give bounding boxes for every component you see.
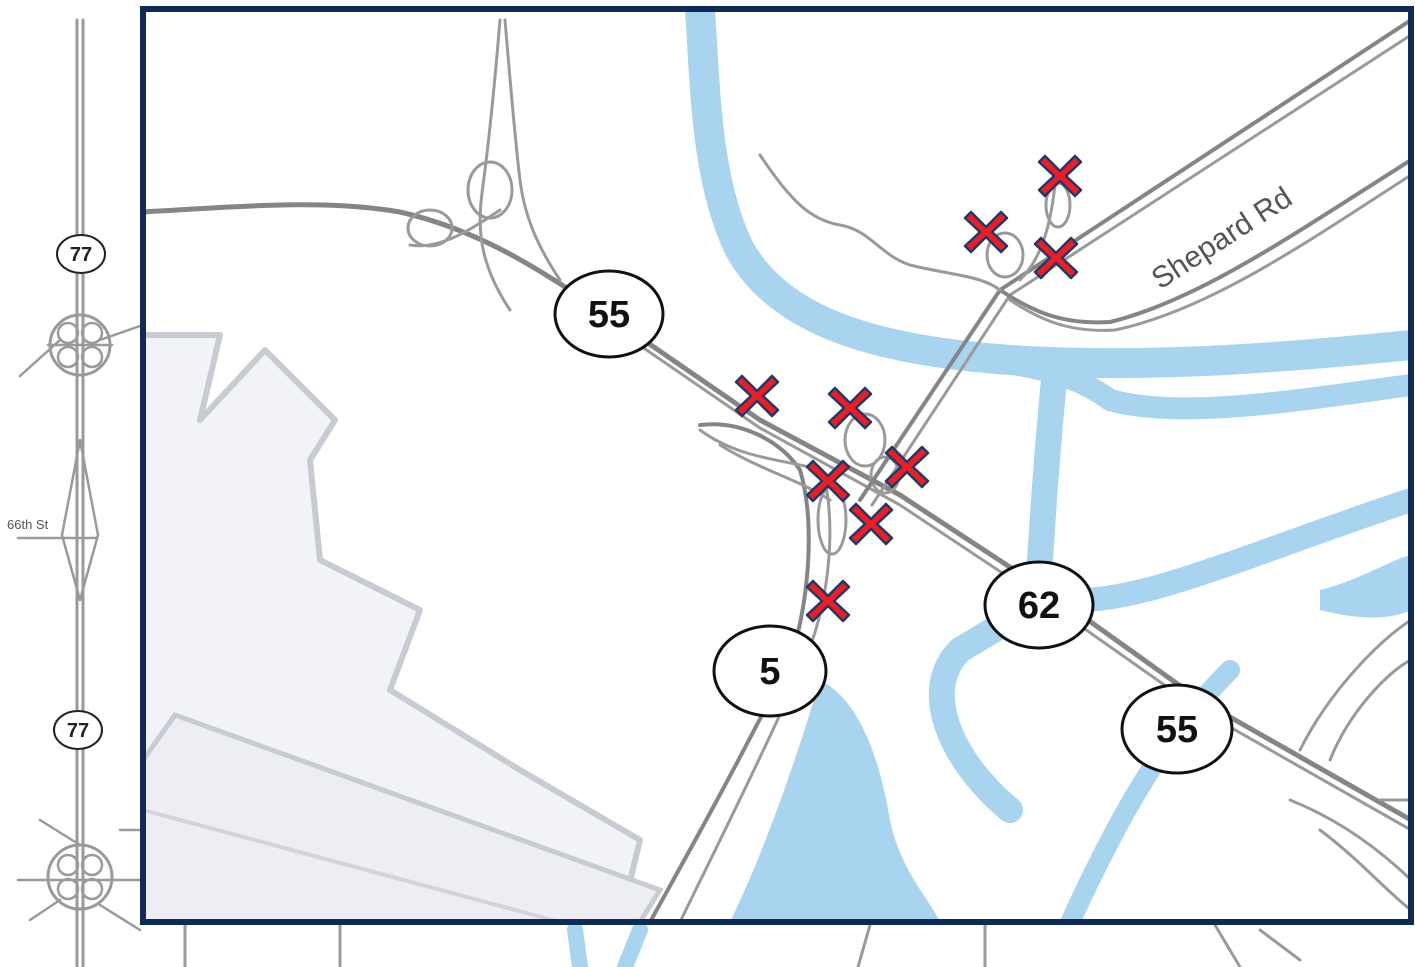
- x-mark-icon: [884, 445, 930, 489]
- x-mark-icon: [734, 374, 780, 418]
- bottom-road-stubs: [183, 922, 1302, 967]
- shield-77-bottom-label: 77: [67, 720, 89, 742]
- shield-77-top-label: 77: [70, 244, 92, 266]
- shield-5: 5: [712, 624, 828, 718]
- inset-map: Shepard Rd 55 62 5 55: [143, 9, 1411, 922]
- shield-55-south: 55: [1120, 683, 1234, 775]
- shield-55-north: 55: [553, 269, 665, 359]
- inset-frame: [140, 6, 1414, 925]
- x-mark-icon: [848, 502, 894, 546]
- x-mark-icon: [1033, 236, 1079, 280]
- shield-5-label: 5: [759, 651, 780, 693]
- shield-77-bottom: 77: [53, 710, 103, 750]
- airport-area: [143, 332, 664, 922]
- x-mark-icon: [827, 386, 873, 430]
- shield-77-top: 77: [56, 234, 106, 274]
- shield-62-label: 62: [1018, 585, 1060, 627]
- closure-markers: [734, 154, 1083, 623]
- highway-77-corridor: [16, 18, 142, 967]
- x-mark-icon: [963, 210, 1009, 254]
- x-mark-icon: [1037, 154, 1083, 198]
- x-mark-icon: [805, 459, 851, 503]
- shield-55-north-label: 55: [588, 294, 630, 336]
- shield-55-south-label: 55: [1156, 709, 1198, 751]
- x-mark-icon: [805, 579, 851, 623]
- street-label-66th: 66th St: [7, 517, 49, 532]
- shield-62: 62: [983, 560, 1095, 650]
